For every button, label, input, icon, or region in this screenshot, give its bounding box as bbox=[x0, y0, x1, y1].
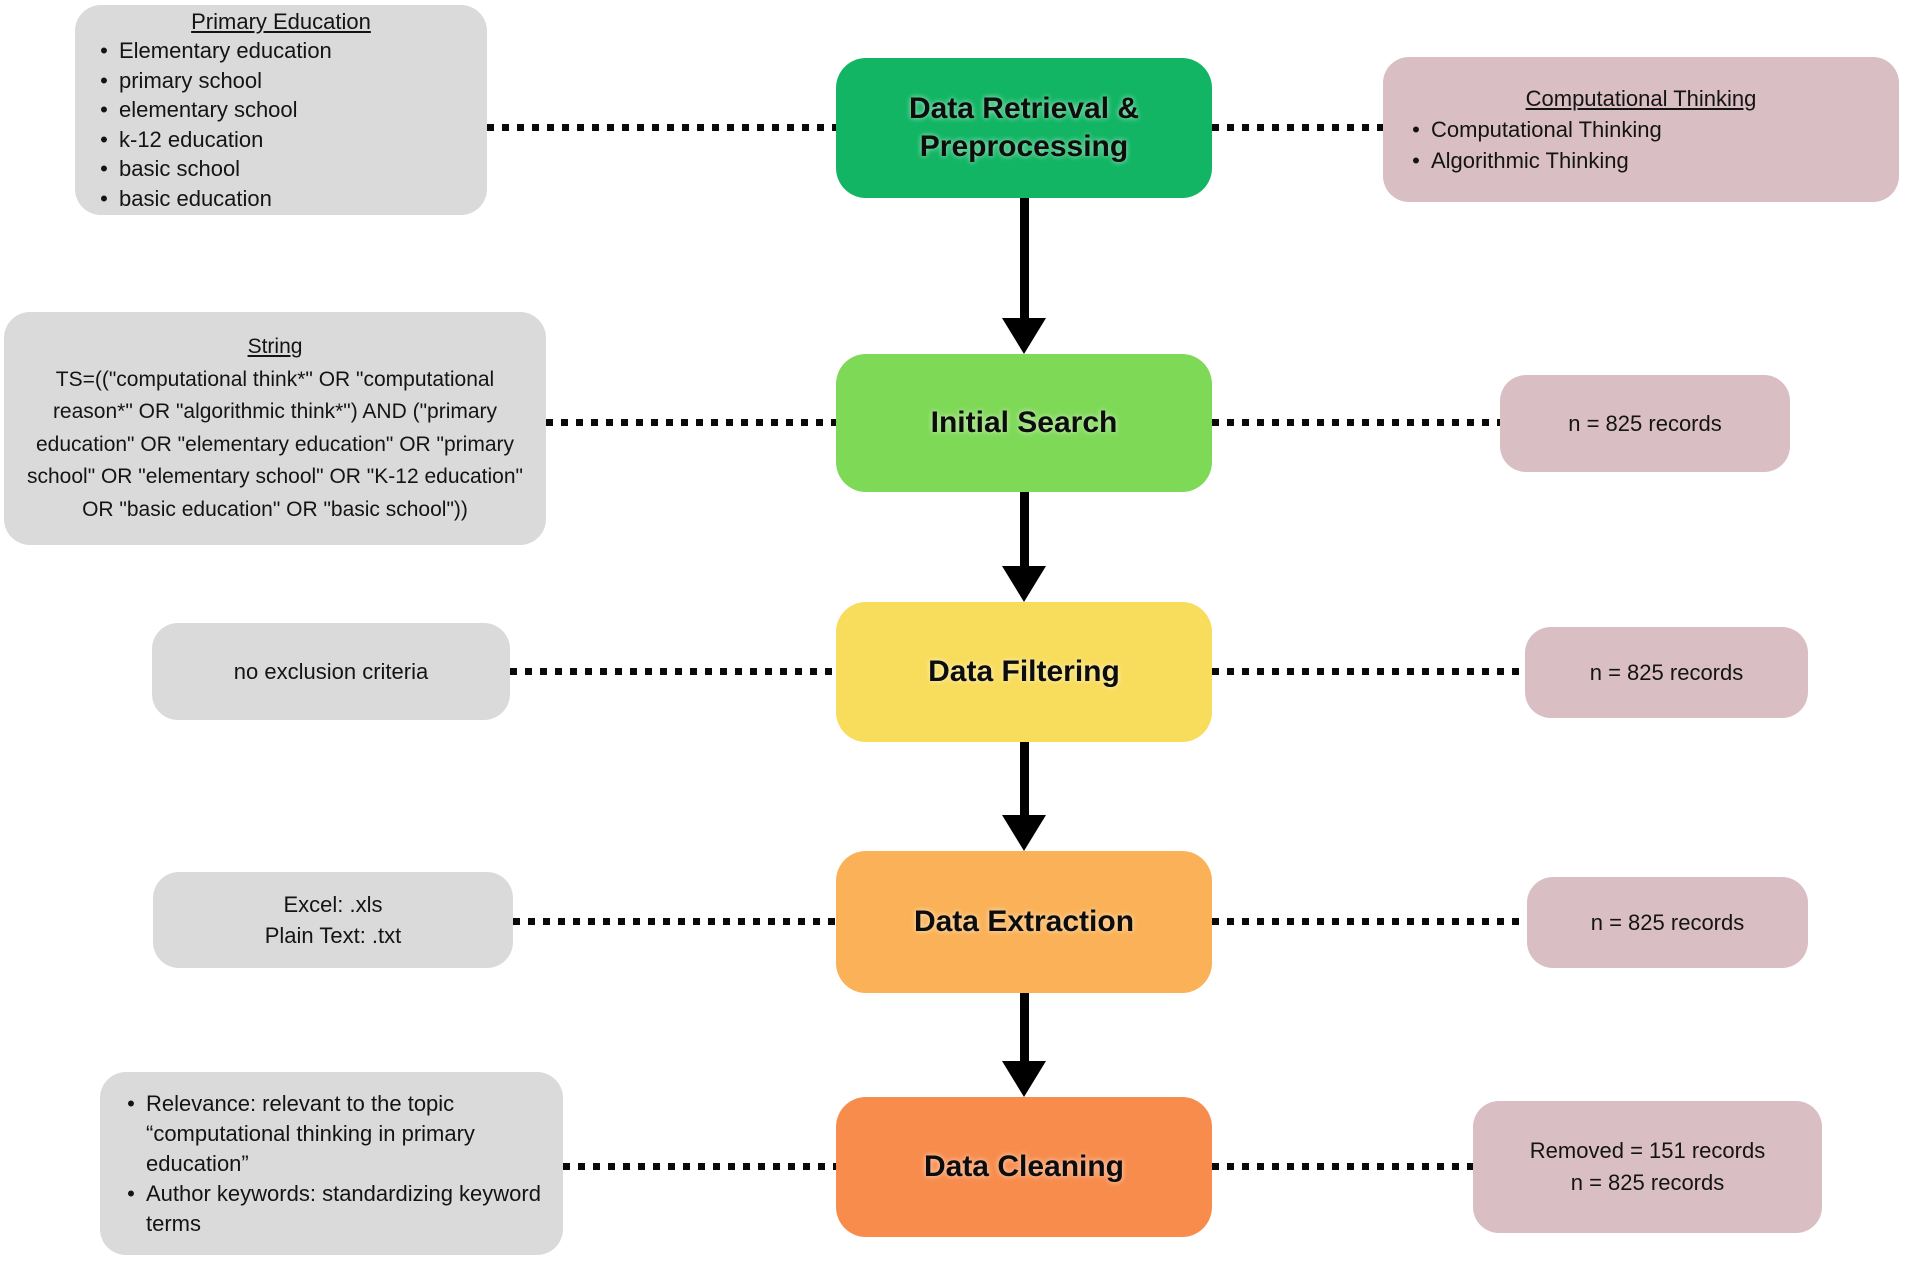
flow-arrow-4 bbox=[1002, 993, 1046, 1097]
record-count-text: n = 825 records bbox=[1589, 659, 1744, 685]
count-data-extraction: n = 825 records bbox=[1527, 877, 1808, 968]
stage-data-filtering: Data Filtering bbox=[836, 602, 1212, 742]
stage-initial-search: Initial Search bbox=[836, 354, 1212, 492]
connector-cleaning-right bbox=[1212, 1163, 1473, 1170]
list-item-text: primary school bbox=[119, 67, 263, 93]
bullet-dot: • bbox=[100, 97, 108, 123]
note-title: Primary Education bbox=[191, 8, 371, 34]
note-text: no exclusion criteria bbox=[233, 658, 429, 684]
note-computational-thinking: Computational Thinking • Computational T… bbox=[1383, 57, 1899, 202]
list-item-text: Computational Thinking bbox=[1431, 117, 1662, 142]
list-item: • Computational Thinking bbox=[1401, 114, 1881, 145]
connector-search-right bbox=[1212, 419, 1500, 426]
bullet-dot: • bbox=[1412, 148, 1420, 173]
list-item-text: basic education bbox=[119, 185, 272, 211]
bullet-dot: • bbox=[127, 1090, 135, 1116]
connector-cleaning-left bbox=[563, 1163, 836, 1170]
search-string-text: TS=(("computational think*" OR "computat… bbox=[26, 367, 523, 521]
connector-retrieval-left bbox=[487, 124, 836, 131]
list-item: • elementary school bbox=[89, 95, 473, 125]
bullet-dot: • bbox=[100, 126, 108, 152]
flow-arrow-2 bbox=[1002, 492, 1046, 602]
list-item: • basic education bbox=[89, 184, 473, 214]
connector-extraction-right bbox=[1212, 918, 1527, 925]
count-data-cleaning: Removed = 151 records n = 825 records bbox=[1473, 1101, 1822, 1233]
bullet-dot: • bbox=[127, 1180, 135, 1206]
arrow-shaft bbox=[1019, 742, 1029, 815]
arrow-shaft bbox=[1019, 492, 1029, 566]
list-item-text: basic school bbox=[119, 156, 241, 182]
stage-label: Data Filtering bbox=[928, 655, 1120, 688]
stage-label: Initial Search bbox=[930, 406, 1118, 439]
file-format-line: Plain Text: .txt bbox=[264, 923, 402, 948]
note-cleaning-criteria: • Relevance: relevant to the topic “comp… bbox=[100, 1072, 563, 1255]
note-search-string: String TS=(("computational think*" OR "c… bbox=[4, 312, 546, 545]
arrow-head-icon bbox=[1002, 318, 1046, 354]
connector-search-left bbox=[546, 419, 836, 426]
stage-data-extraction: Data Extraction bbox=[836, 851, 1212, 993]
arrow-head-icon bbox=[1002, 1061, 1046, 1097]
arrow-shaft bbox=[1019, 198, 1029, 318]
list-item: • basic school bbox=[89, 154, 473, 184]
stage-label: Data Retrieval & Preprocessing bbox=[908, 92, 1140, 163]
bullet-dot: • bbox=[100, 156, 108, 182]
record-count-text: n = 825 records bbox=[1570, 1170, 1725, 1195]
list-item: • Author keywords: standardizing keyword… bbox=[116, 1179, 547, 1239]
stage-label: Data Cleaning bbox=[923, 1150, 1125, 1183]
connector-extraction-left bbox=[513, 918, 836, 925]
connector-retrieval-right bbox=[1212, 124, 1383, 131]
list-item-text: Relevance: relevant to the topic “comput… bbox=[146, 1090, 475, 1176]
note-title: Computational Thinking bbox=[1525, 86, 1757, 111]
list-item-text: Algorithmic Thinking bbox=[1431, 148, 1629, 173]
stage-data-retrieval-preprocessing: Data Retrieval & Preprocessing bbox=[836, 58, 1212, 198]
note-no-exclusion: no exclusion criteria bbox=[152, 623, 510, 720]
record-count-text: Removed = 151 records bbox=[1529, 1138, 1766, 1163]
list-item: • Elementary education bbox=[89, 36, 473, 66]
arrow-shaft bbox=[1019, 993, 1029, 1061]
note-file-formats: Excel: .xls Plain Text: .txt bbox=[153, 872, 513, 968]
count-initial-search: n = 825 records bbox=[1500, 375, 1790, 472]
bullet-dot: • bbox=[100, 38, 108, 64]
stage-data-cleaning: Data Cleaning bbox=[836, 1097, 1212, 1237]
flow-arrow-3 bbox=[1002, 742, 1046, 851]
connector-filtering-left bbox=[510, 668, 836, 675]
list-item-text: Author keywords: standardizing keyword t… bbox=[146, 1180, 541, 1236]
note-primary-education: Primary Education • Elementary education… bbox=[75, 5, 487, 215]
bullet-dot: • bbox=[1412, 117, 1420, 142]
arrow-head-icon bbox=[1002, 566, 1046, 602]
bullet-dot: • bbox=[100, 185, 108, 211]
record-count-text: n = 825 records bbox=[1590, 909, 1745, 935]
flow-arrow-1 bbox=[1002, 198, 1046, 354]
stage-label: Data Extraction bbox=[913, 905, 1135, 938]
list-item-text: k-12 education bbox=[119, 126, 264, 152]
list-item-text: Elementary education bbox=[119, 38, 332, 64]
record-count-text: n = 825 records bbox=[1568, 410, 1722, 436]
list-item: • primary school bbox=[89, 66, 473, 96]
note-title: String bbox=[247, 335, 303, 358]
bullet-dot: • bbox=[100, 67, 108, 93]
list-item: • Relevance: relevant to the topic “comp… bbox=[116, 1089, 547, 1179]
list-item-text: elementary school bbox=[119, 97, 298, 123]
connector-filtering-right bbox=[1212, 668, 1525, 675]
file-format-line: Excel: .xls bbox=[283, 892, 383, 917]
count-data-filtering: n = 825 records bbox=[1525, 627, 1808, 718]
list-item: • k-12 education bbox=[89, 125, 473, 155]
list-item: • Algorithmic Thinking bbox=[1401, 145, 1881, 176]
arrow-head-icon bbox=[1002, 815, 1046, 851]
